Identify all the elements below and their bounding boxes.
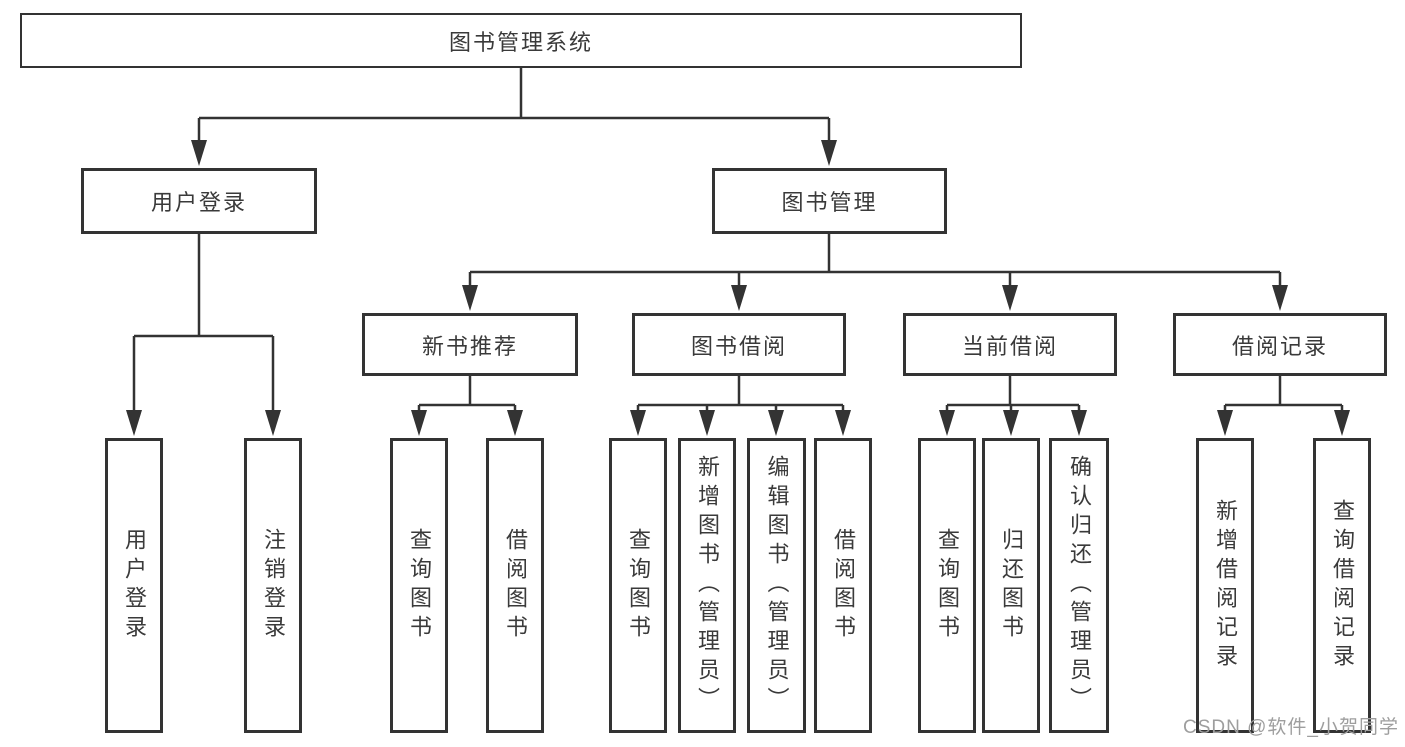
node-current-borrowing: 当前借阅 [903, 313, 1117, 376]
node-user-login: 用户登录 [81, 168, 317, 234]
leaf-records-add-record: 新增借阅记录 [1196, 438, 1254, 733]
leaf-borrowing-add-books-admin: 新增图书（管理员） [678, 438, 736, 733]
leaf-user-login-label: 用户登录 [122, 527, 147, 644]
leaf-logout: 注销登录 [244, 438, 302, 733]
leaf-borrowing-borrow-books-label: 借阅图书 [831, 527, 856, 644]
node-book-borrowing-label: 图书借阅 [690, 333, 787, 359]
arrowhead-icons [126, 140, 1350, 436]
leaf-current-query-books: 查询图书 [918, 438, 976, 733]
node-borrowing-records-label: 借阅记录 [1231, 333, 1328, 359]
leaf-newbooks-query-books-label: 查询图书 [407, 527, 432, 644]
leaf-current-query-books-label: 查询图书 [935, 527, 960, 644]
leaf-borrowing-query-books: 查询图书 [609, 438, 667, 733]
leaf-borrowing-edit-books-admin-label: 编辑图书（管理员） [764, 455, 790, 716]
node-book-management-label: 图书管理 [781, 190, 878, 215]
node-root-label: 图书管理系统 [448, 29, 593, 55]
leaf-borrowing-query-books-label: 查询图书 [626, 527, 651, 644]
leaf-records-query-record-label: 查询借阅记录 [1330, 498, 1355, 673]
node-book-borrowing: 图书借阅 [632, 313, 846, 376]
leaf-current-confirm-return-admin: 确认归还（管理员） [1049, 438, 1109, 733]
csdn-watermark: CSDN @软件_小贺同学 [1183, 717, 1399, 738]
leaf-borrowing-add-books-admin-label: 新增图书（管理员） [695, 455, 720, 716]
leaf-newbooks-query-books: 查询图书 [390, 438, 448, 733]
leaf-newbooks-borrow-books: 借阅图书 [486, 438, 544, 733]
leaf-current-return-books: 归还图书 [982, 438, 1040, 733]
leaf-records-add-record-label: 新增借阅记录 [1213, 498, 1238, 673]
node-user-login-label: 用户登录 [150, 190, 247, 215]
leaf-newbooks-borrow-books-label: 借阅图书 [503, 527, 528, 644]
node-book-management: 图书管理 [712, 168, 947, 234]
leaf-user-login: 用户登录 [105, 438, 163, 733]
node-current-borrowing-label: 当前借阅 [961, 333, 1058, 359]
leaf-borrowing-borrow-books: 借阅图书 [814, 438, 872, 733]
node-borrowing-records: 借阅记录 [1173, 313, 1387, 376]
leaf-current-return-books-label: 归还图书 [999, 527, 1024, 644]
node-root-system: 图书管理系统 [20, 13, 1022, 68]
leaf-current-confirm-return-admin-label: 确认归还（管理员） [1067, 455, 1092, 716]
node-new-book-recommend-label: 新书推荐 [421, 333, 518, 359]
node-new-book-recommend: 新书推荐 [362, 313, 578, 376]
leaf-borrowing-edit-books-admin: 编辑图书（管理员） [747, 438, 806, 733]
leaf-logout-label: 注销登录 [261, 527, 286, 644]
leaf-records-query-record: 查询借阅记录 [1313, 438, 1371, 733]
